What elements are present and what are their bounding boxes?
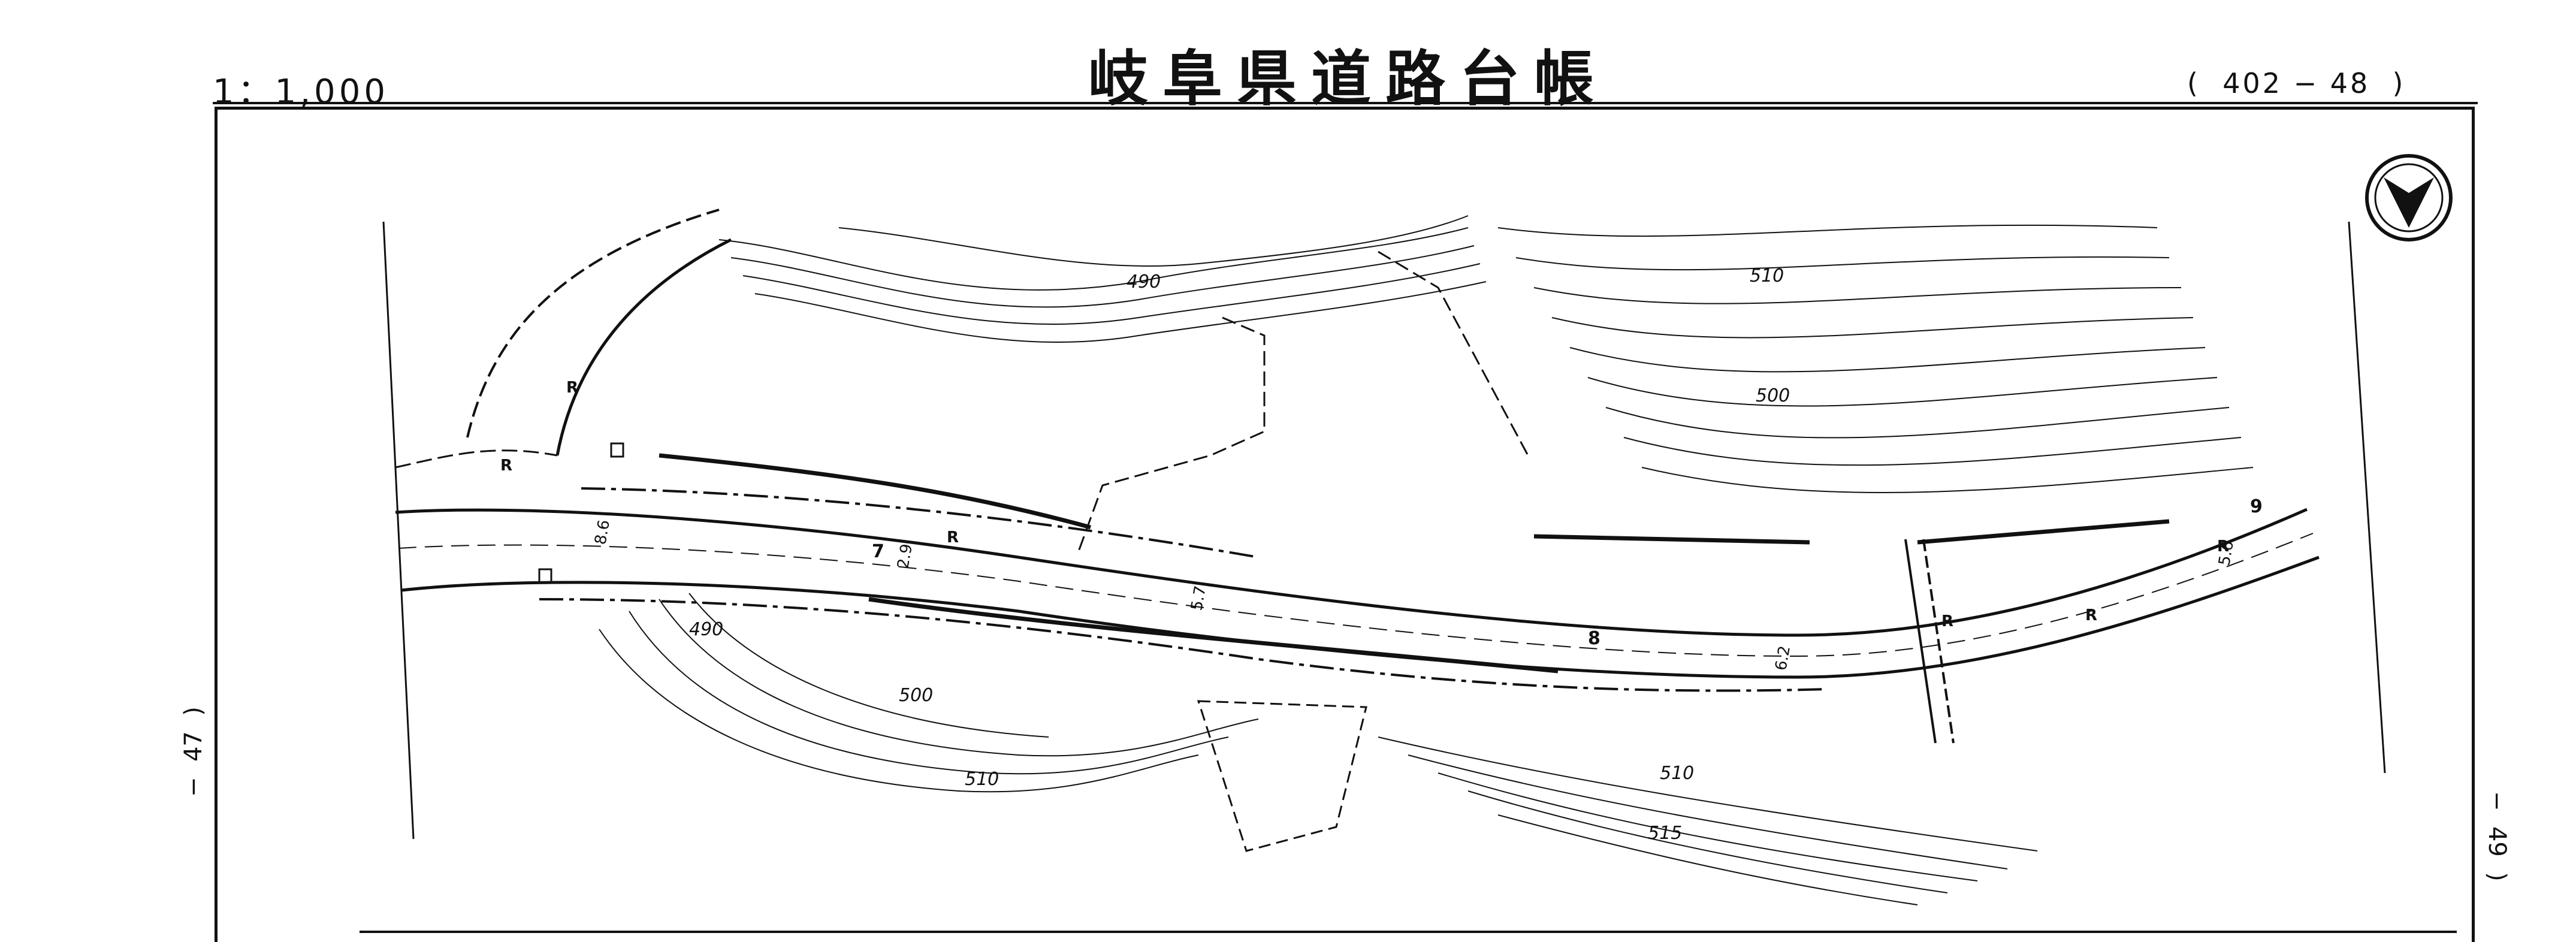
north-arrow-icon — [2365, 154, 2453, 241]
contours-upper — [718, 215, 1487, 343]
structures — [538, 250, 1955, 852]
road-label: R — [566, 379, 578, 397]
road-label: R — [2217, 538, 2229, 555]
contour-label: 510 — [1750, 265, 1784, 286]
road-label: R — [947, 529, 959, 547]
width-label: 2.9 — [894, 542, 916, 570]
road-label: R — [2085, 606, 2097, 624]
map-frame — [215, 107, 2475, 942]
branch-road — [395, 209, 732, 469]
contour-label: 510 — [1660, 763, 1694, 784]
boundary-line — [382, 221, 415, 840]
width-label: 5.7 — [1188, 584, 1210, 612]
contour-label: 500 — [899, 685, 933, 706]
contours-right — [1497, 224, 2254, 493]
main-road — [395, 487, 2320, 692]
km-marker: 9 — [2250, 496, 2263, 517]
km-marker: 8 — [1588, 628, 1600, 649]
width-label: 6.2 — [1772, 644, 1794, 672]
contour-label: 490 — [689, 619, 723, 640]
page-title: 岐阜県道路台帳 — [1088, 44, 1608, 114]
contours-lower — [599, 593, 2038, 905]
contour-label: 490 — [1127, 271, 1161, 292]
km-marker: 7 — [872, 541, 884, 562]
header-rule — [213, 102, 2478, 104]
boundary-line-right — [2348, 221, 2386, 774]
contour-label: 515 — [1648, 823, 1682, 844]
width-label: 8.6 — [591, 518, 614, 546]
contour-label: 510 — [965, 769, 999, 790]
road-label: R — [1941, 612, 1953, 630]
road-label: R — [500, 457, 512, 475]
contour-label: 500 — [1756, 385, 1790, 406]
width-label: 5.6 — [2215, 539, 2237, 567]
retaining-walls — [659, 453, 2170, 674]
sheet-number: ( 402 − 48 ) — [2187, 67, 2406, 99]
scale-label: 1：1,000 — [213, 73, 389, 111]
